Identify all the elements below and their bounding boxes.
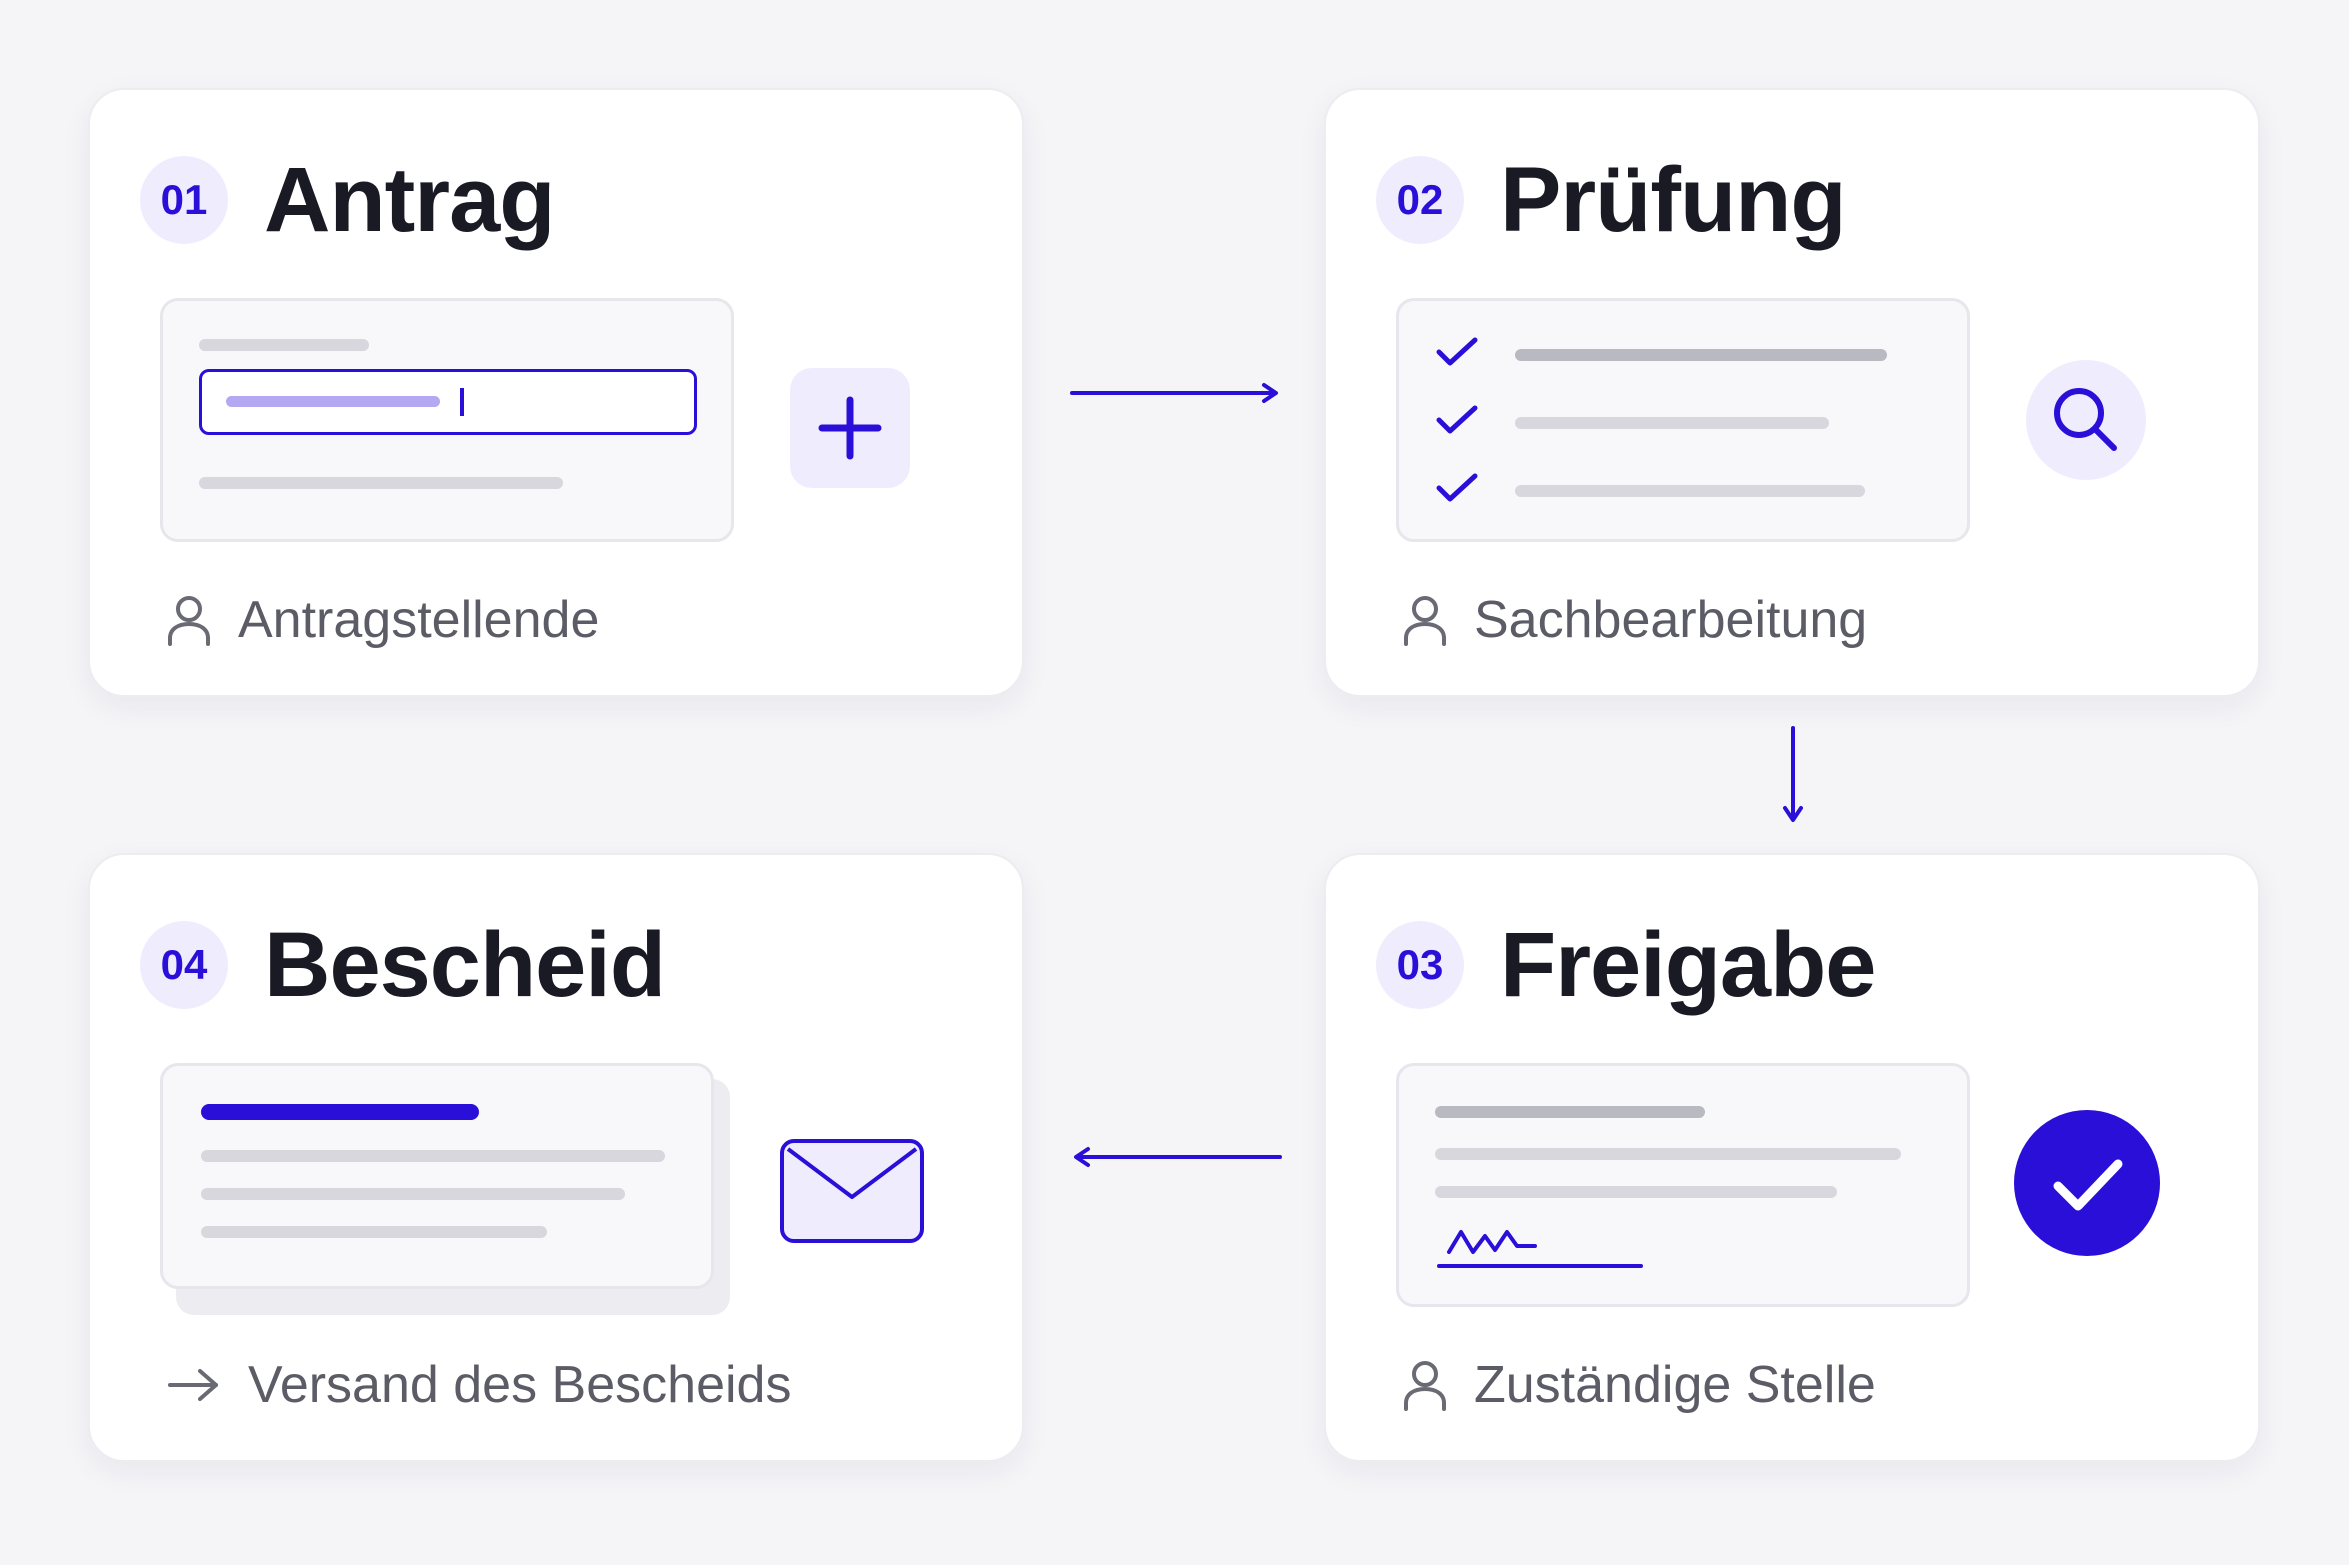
checklist-line (1515, 485, 1865, 497)
envelope-icon (778, 1137, 926, 1250)
input-fill-line (226, 396, 440, 407)
form-input-field (199, 369, 697, 435)
document-line (1435, 1186, 1837, 1198)
step-card-antrag: 01 Antrag Antragstellende (88, 88, 1024, 697)
step-footer: Sachbearbeitung (1402, 590, 1867, 650)
checklist-check-icon (1436, 337, 1478, 366)
document-line (201, 1150, 665, 1162)
document-highlight-line (201, 1104, 479, 1120)
document-illustration (1396, 1063, 1970, 1307)
step-card-freigabe: 03 Freigabe Zuständige Stelle (1324, 853, 2260, 1462)
checklist-line (1515, 417, 1829, 429)
step-title: Freigabe (1500, 914, 1876, 1016)
step-footer: Zuständige Stelle (1402, 1355, 1876, 1415)
step-title: Antrag (264, 149, 555, 251)
check-circle-icon (2014, 1110, 2160, 1256)
checklist-check-icon (1436, 405, 1478, 434)
signature-icon (1437, 1230, 1643, 1268)
document-heading-line (1435, 1106, 1705, 1118)
magnifier-icon (2026, 360, 2146, 480)
document-line (201, 1188, 625, 1200)
step-footer: Versand des Bescheids (166, 1355, 791, 1415)
connector-arrow-down (1783, 726, 1803, 822)
plus-icon (790, 368, 910, 488)
checklist-illustration (1396, 298, 1970, 542)
footer-label: Zuständige Stelle (1474, 1356, 1876, 1414)
document-line (1435, 1148, 1901, 1160)
decision-document-illustration (160, 1063, 714, 1289)
step-number-badge: 03 (1376, 921, 1464, 1009)
form-helper-line (199, 477, 563, 489)
person-icon (168, 596, 210, 646)
step-card-bescheid: 04 Bescheid Versand des Bescheids (88, 853, 1024, 1462)
text-cursor (460, 388, 464, 416)
connector-arrow-left (1074, 1147, 1282, 1167)
connector-arrow-right (1070, 383, 1278, 403)
footer-label: Antragstellende (238, 591, 600, 649)
checklist-line (1515, 349, 1887, 361)
footer-label: Sachbearbeitung (1474, 591, 1868, 649)
step-number-badge: 04 (140, 921, 228, 1009)
form-label-line (199, 339, 369, 351)
step-title: Bescheid (264, 914, 666, 1016)
footer-label: Versand des Bescheids (248, 1356, 792, 1414)
arrow-right-icon (168, 1369, 218, 1401)
step-number-badge: 02 (1376, 156, 1464, 244)
step-footer: Antragstellende (166, 590, 599, 650)
form-illustration (160, 298, 734, 542)
step-number-badge: 01 (140, 156, 228, 244)
person-icon (1404, 1361, 1446, 1411)
person-icon (1404, 596, 1446, 646)
step-title: Prüfung (1500, 149, 1847, 251)
document-line (201, 1226, 547, 1238)
checklist-check-icon (1436, 473, 1478, 502)
step-card-pruefung: 02 Prüfung Sachbearbeitung (1324, 88, 2260, 697)
